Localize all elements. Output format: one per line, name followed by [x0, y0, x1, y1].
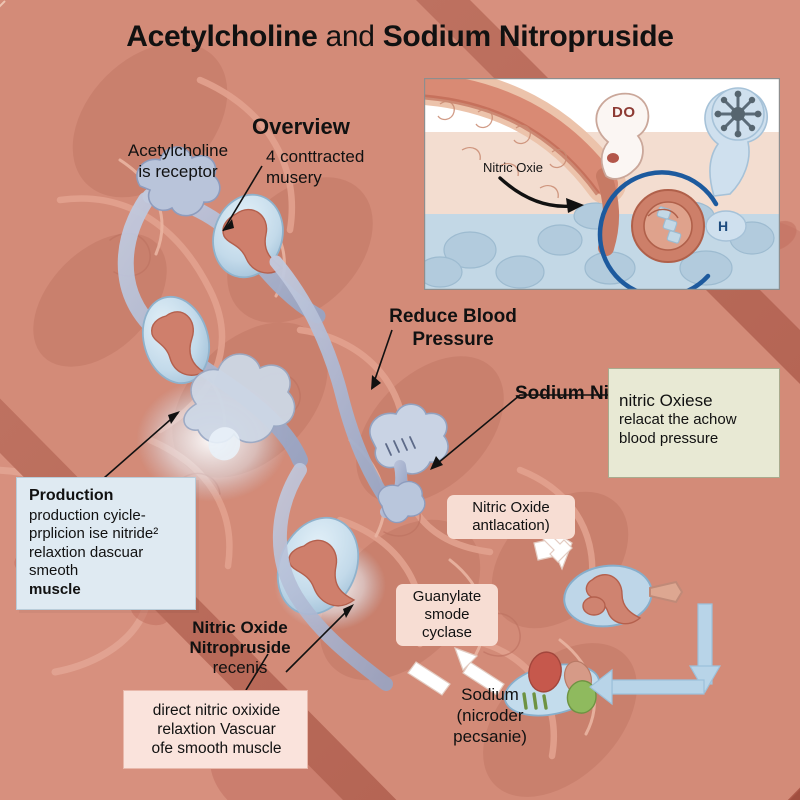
label-reduce-blood-pressure: Reduce Blood Pressure: [378, 305, 528, 351]
callout-box-production-line3: nitride² relaxtion: [29, 525, 159, 561]
inset-receptor-bulb: [704, 87, 768, 197]
chip-guanylate-cyclase-line1: Guanylate: [412, 588, 482, 605]
callout-box-production-heading: Production: [29, 487, 114, 504]
chip-nitric-oxide-activation-line2: antlacation): [472, 517, 550, 534]
callout-box-production-line2: prplicion ise: [29, 525, 109, 542]
callout-box-direct-relaxation-line2: relaxtion Vascuar: [157, 721, 276, 738]
label-acetylcholine-receptor-line1: Acetylcholine: [127, 141, 229, 160]
label-contracted-musery-line2: musery: [266, 168, 322, 187]
callout-box-nitric-oxide-relaxation-line1: nitric Oxiese: [619, 391, 713, 410]
label-nitric-oxide-nitropruside-line1: Nitric Oxide: [192, 618, 288, 637]
callout-box-direct-relaxation-line3: ofe smooth muscle: [151, 740, 282, 757]
inset-do-bulb: [595, 92, 650, 180]
chip-nitric-oxide-activation: Nitric Oxide antlacation): [447, 495, 575, 539]
callout-box-production: Production production cyicle- prplicion …: [16, 477, 196, 610]
label-sodium-nitroprusside-molecule: Sodium (nicroder pecsanie): [415, 684, 565, 747]
label-reduce-blood-pressure-line1: Reduce Blood: [389, 306, 517, 327]
inset-cross-section: [631, 189, 705, 263]
callout-box-direct-relaxation: direct nitric oxixide relaxtion Vascuar …: [123, 690, 308, 769]
page-title: Acetylcholine and Sodium Nitropruside: [0, 20, 800, 54]
label-acetylcholine-receptor: Acetylcholine is receptor: [78, 140, 278, 182]
label-nitric-oxide-nitropruside: Nitric Oxide Nitropruside recenis: [150, 618, 330, 678]
label-contracted-musery-line1: 4 conttracted: [266, 147, 365, 166]
leader-lines: [103, 165, 608, 691]
callout-box-nitric-oxide-relaxation-line3: blood pressure: [619, 430, 719, 447]
label-overview: Overview: [252, 114, 350, 139]
inset-artery: [424, 78, 626, 256]
callout-box-production-tail: muscle: [29, 580, 81, 598]
inset-blue-ring: [597, 170, 719, 290]
callout-box-nitric-oxide-relaxation: nitric Oxiese relacat the achow blood pr…: [608, 368, 780, 478]
nerve-endothelial-structures: [117, 146, 449, 691]
chip-nitric-oxide-activation-line1: Nitric Oxide: [472, 499, 550, 516]
callout-box-production-line4: dascuar smeoth: [29, 543, 144, 580]
inset-panel: [424, 78, 780, 290]
title-part1: Acetylcholine: [126, 20, 318, 53]
chip-guanylate-cyclase-line3: cyclase: [421, 624, 473, 641]
label-contracted-musery: 4 conttracted musery: [266, 146, 406, 188]
title-conjunction: and: [317, 20, 383, 53]
label-inset-nitric-oxie: Nitric Oxie: [483, 160, 543, 175]
chip-guanylate-cyclase-line2: smode: [424, 606, 470, 623]
label-sodium-line2: (nicroder: [456, 706, 524, 725]
label-reduce-blood-pressure-line2: Pressure: [412, 329, 494, 350]
title-part2: Sodium Nitropruside: [382, 20, 674, 53]
label-sodium-line3: pecsanie): [453, 727, 527, 746]
label-nitric-oxide-nitropruside-line2: Nitropruside: [189, 638, 291, 657]
callout-box-direct-relaxation-line1: direct nitric oxixide: [152, 702, 281, 719]
inset-h-pill: [705, 210, 747, 242]
label-nitric-oxide-nitropruside-line3: recenis: [212, 658, 268, 677]
label-sodium-line1: Sodium: [461, 685, 519, 704]
label-inset-h: H: [718, 218, 729, 234]
callout-box-nitric-oxide-relaxation-line2: relacat the achow: [619, 411, 737, 428]
callout-box-production-line1: production cyicle-: [29, 506, 146, 524]
label-inset-do: DO: [612, 104, 636, 121]
inset-nitric-oxide-arrow: [498, 176, 584, 213]
label-acetylcholine-receptor-line2: is receptor: [138, 162, 218, 181]
chip-guanylate-cyclase: Guanylate smode cyclase: [396, 584, 498, 646]
